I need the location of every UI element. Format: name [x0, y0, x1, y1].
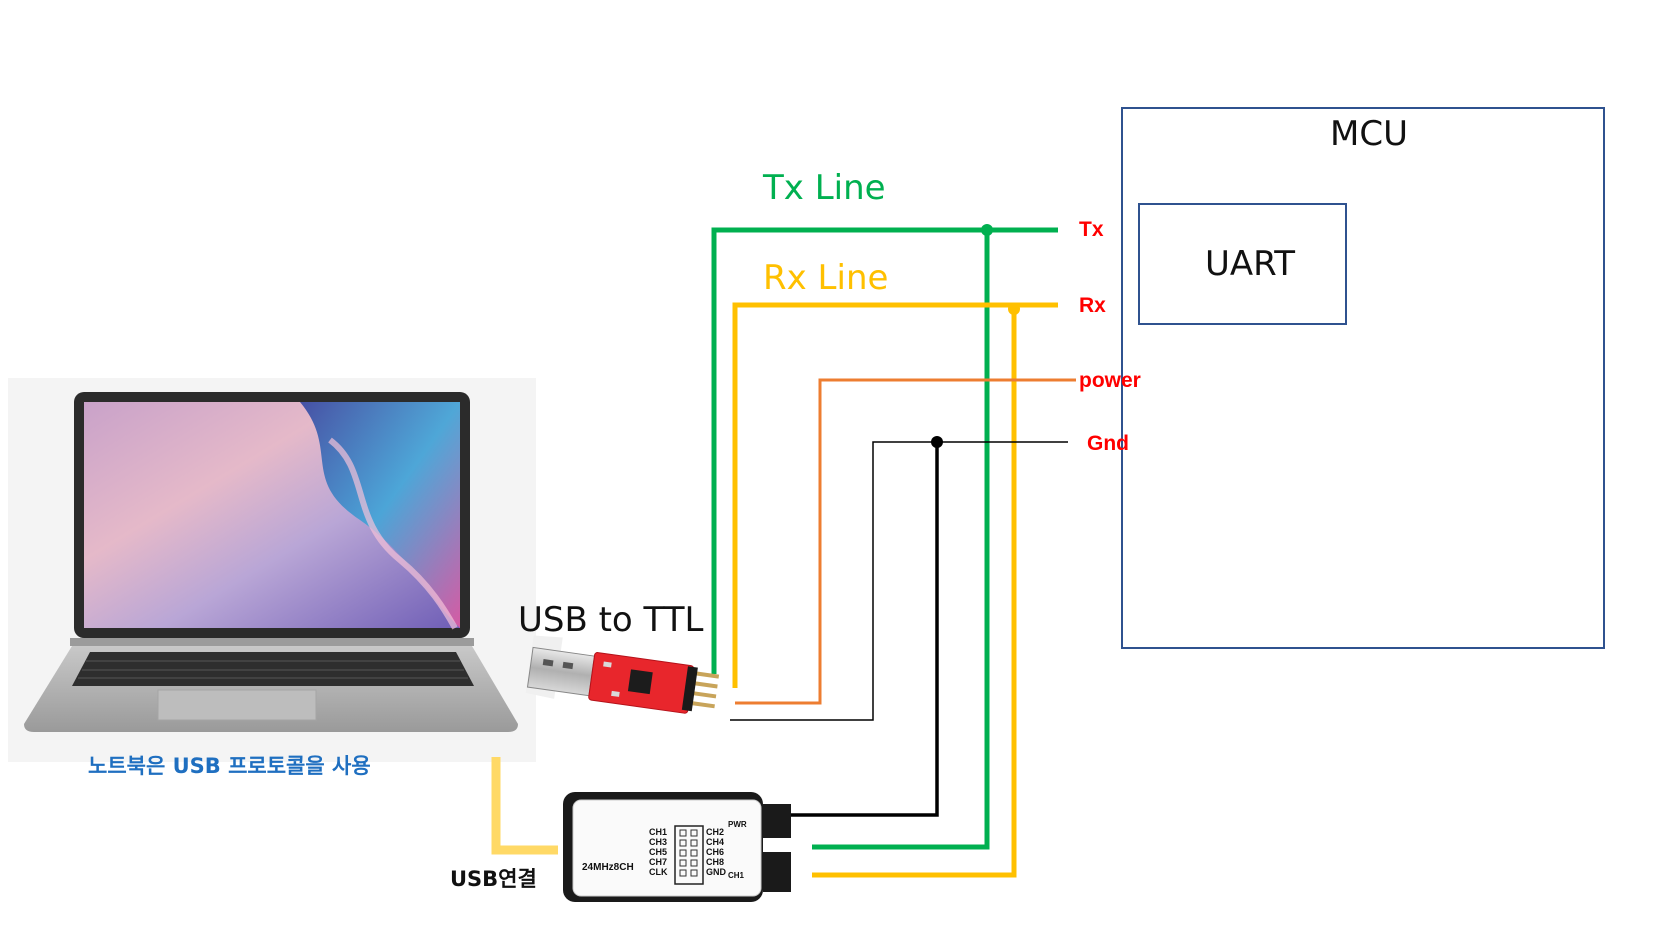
laptop-caption: 노트북은 USB 프로토콜을 사용 [88, 754, 371, 778]
logic-analyzer: CH1 CH3 CH5 CH7 CLK CH2 CH4 CH6 CH8 GND … [563, 792, 791, 902]
analyzer-right-pin: GND [706, 867, 727, 877]
laptop-image [8, 378, 536, 762]
rx-line [732, 302, 1058, 688]
mcu-title: MCU [1330, 114, 1408, 154]
analyzer-pwr-label: PWR [728, 820, 747, 829]
laptop-usb-cable [491, 757, 558, 855]
analyzer-left-pin: CLK [649, 867, 668, 877]
gnd-line [730, 441, 1068, 721]
rx-pin-label: Rx [1079, 294, 1106, 317]
tx-pin-label: Tx [1079, 218, 1104, 241]
analyzer-model-label: 24MHz8CH [582, 862, 634, 873]
gnd-junction [931, 436, 943, 448]
usb-to-ttl-title: USB to TTL [518, 600, 704, 640]
gnd-analyzer-wire [790, 442, 939, 817]
rx-line-label: Rx Line [763, 258, 889, 298]
tx-line [711, 227, 1058, 674]
analyzer-right-pin: CH8 [706, 857, 724, 867]
usb-connection-label: USB연결 [450, 867, 537, 891]
uart-label: UART [1205, 244, 1296, 284]
uart-box [1138, 203, 1347, 325]
analyzer-ch1-label: CH1 [728, 871, 745, 880]
tx-line-label: Tx Line [763, 168, 886, 208]
analyzer-left-pin: CH1 [649, 827, 667, 837]
power-line [735, 378, 1076, 705]
analyzer-right-pin: CH6 [706, 847, 724, 857]
tx-junction [981, 224, 993, 236]
analyzer-right-pin: CH4 [706, 837, 724, 847]
gnd-pin-label: Gnd [1087, 432, 1129, 455]
mcu-box [1121, 107, 1605, 649]
rx-junction [1008, 303, 1020, 315]
tx-analyzer-wire [812, 230, 990, 850]
analyzer-left-pin: CH3 [649, 837, 667, 847]
analyzer-left-pin: CH7 [649, 857, 667, 867]
analyzer-right-pin: CH2 [706, 827, 724, 837]
usb-to-ttl-adapter [525, 635, 720, 714]
analyzer-left-pin: CH5 [649, 847, 667, 857]
rx-analyzer-wire [812, 305, 1017, 878]
power-pin-label: power [1079, 369, 1141, 392]
